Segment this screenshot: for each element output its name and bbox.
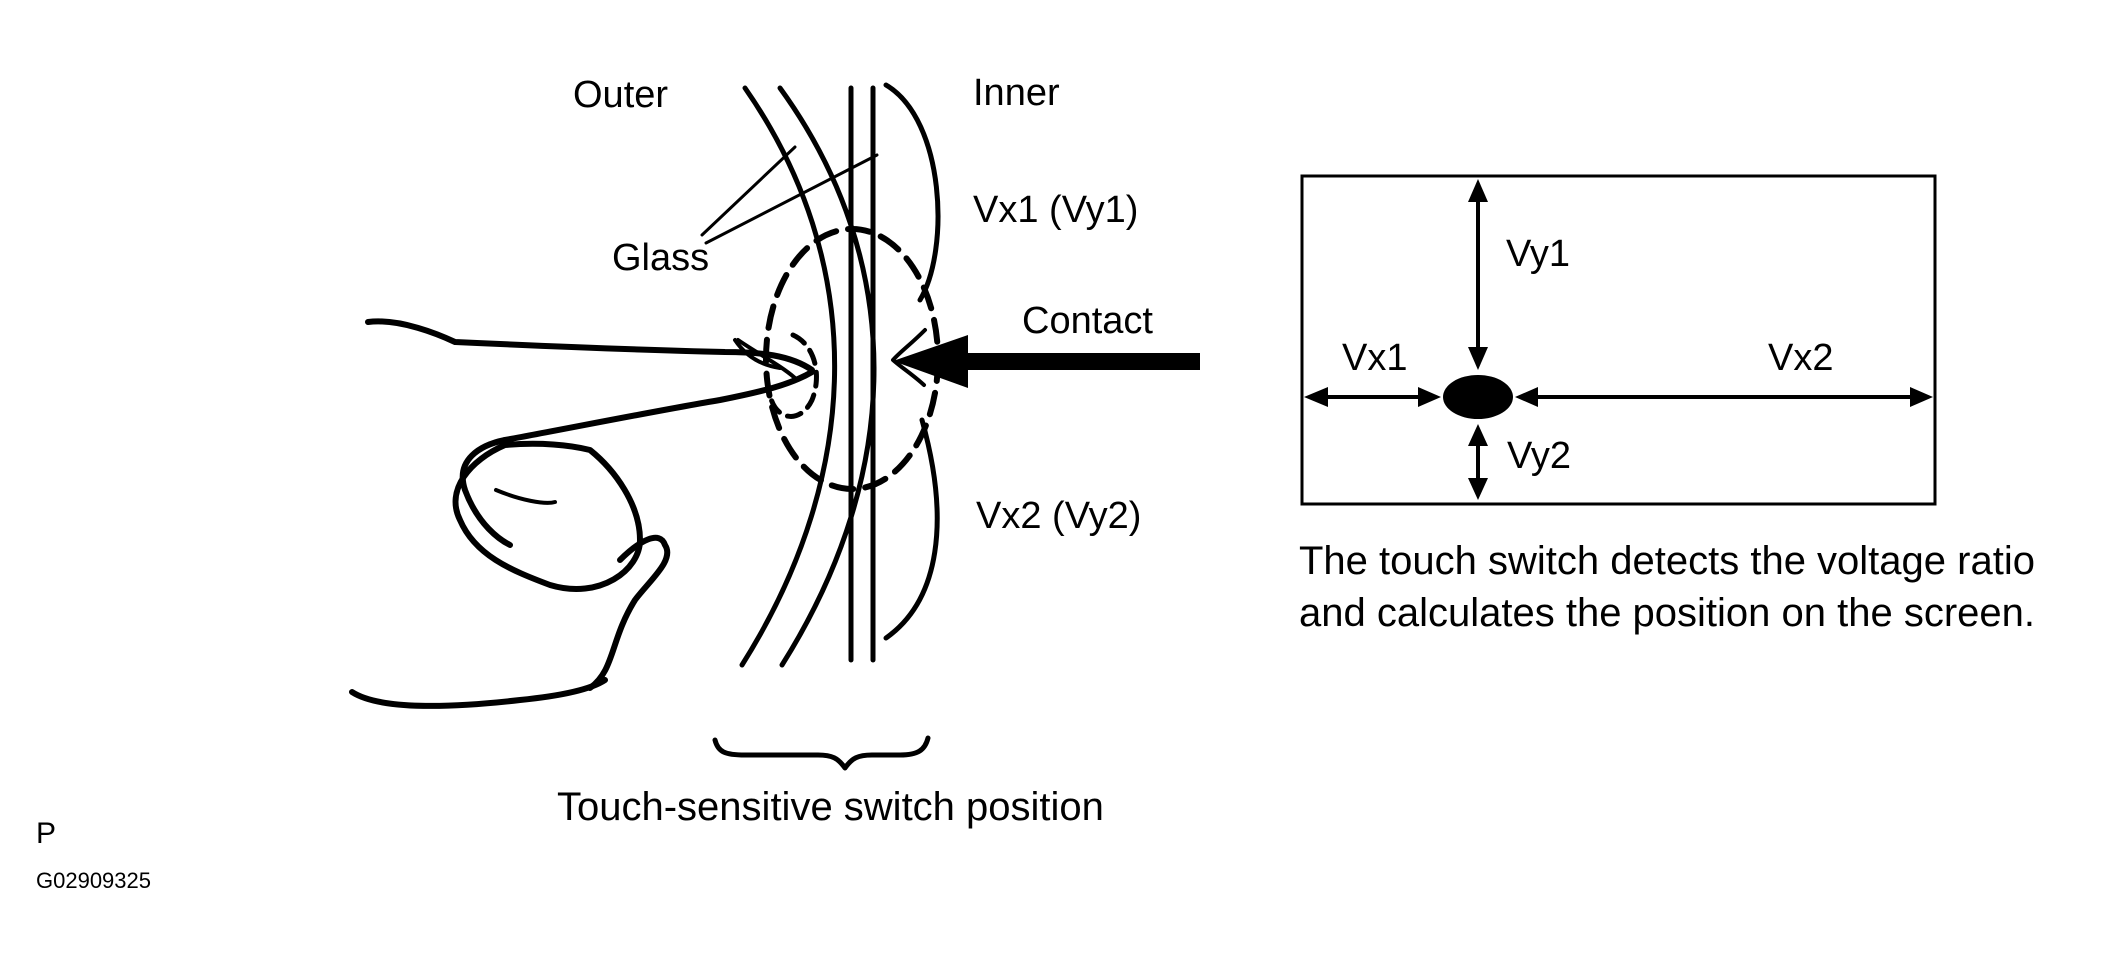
index-finger-top (365, 318, 815, 373)
vx2-arrowhead-right (1910, 387, 1933, 407)
contact-arrow-head (893, 335, 968, 388)
contact-point (1443, 375, 1513, 419)
label-switch-position: Touch-sensitive switch position (557, 785, 1104, 829)
pressure-arc-right (891, 328, 927, 387)
vy1-arrowhead-top (1468, 179, 1488, 202)
label-contact: Contact (1022, 300, 1153, 342)
vx1-arrowhead-left (1304, 387, 1328, 407)
page-letter: P (36, 817, 56, 850)
vx1-arrowhead-right (1418, 387, 1441, 407)
glass-leader-2 (704, 153, 879, 245)
vy2-arrowhead-top (1468, 424, 1488, 446)
resistive-film-lower (883, 417, 940, 641)
glass-panel-cross-section (700, 82, 941, 668)
vy1-arrowhead-bottom (1468, 347, 1488, 370)
thumb (587, 534, 671, 691)
glass-leader-1 (700, 145, 797, 237)
switch-position-brace (712, 735, 931, 771)
figure-id: G02909325 (36, 868, 151, 893)
label-outer: Outer (573, 74, 668, 116)
screen-rectangle (1300, 174, 1937, 506)
fingernail (733, 338, 782, 370)
vx2-arrowhead-left (1515, 387, 1538, 407)
caption-line-2: and calculates the position on the scree… (1299, 591, 2035, 635)
label-inner: Inner (973, 72, 1060, 114)
contact-arrow (893, 335, 1200, 388)
contact-arrow-shaft (960, 353, 1200, 370)
label-vx2: Vx2 (1768, 337, 1833, 379)
outer-glass-curve-1 (739, 85, 838, 668)
label-glass: Glass (612, 237, 709, 279)
label-vx2-vy2: Vx2 (Vy2) (976, 495, 1141, 537)
label-vx1: Vx1 (1342, 337, 1407, 379)
index-finger-bottom (502, 369, 815, 443)
label-vx1-vy1: Vx1 (Vy1) (973, 189, 1138, 231)
hand-drawing (349, 318, 815, 709)
knuckle-curve (459, 437, 513, 548)
screen-coordinate-diagram (1300, 174, 1937, 506)
finger-crease (494, 488, 557, 505)
vy2-arrowhead-bottom (1468, 478, 1488, 500)
resistive-film-upper (883, 82, 941, 303)
label-vy2: Vy2 (1507, 435, 1571, 477)
label-vy1: Vy1 (1506, 233, 1570, 275)
folded-finger (452, 440, 643, 592)
pressure-arc-left (736, 338, 797, 380)
fingertip-dashed-circle (767, 332, 819, 419)
caption-line-1: The touch switch detects the voltage rat… (1299, 539, 2035, 583)
palm-bottom (349, 677, 608, 709)
